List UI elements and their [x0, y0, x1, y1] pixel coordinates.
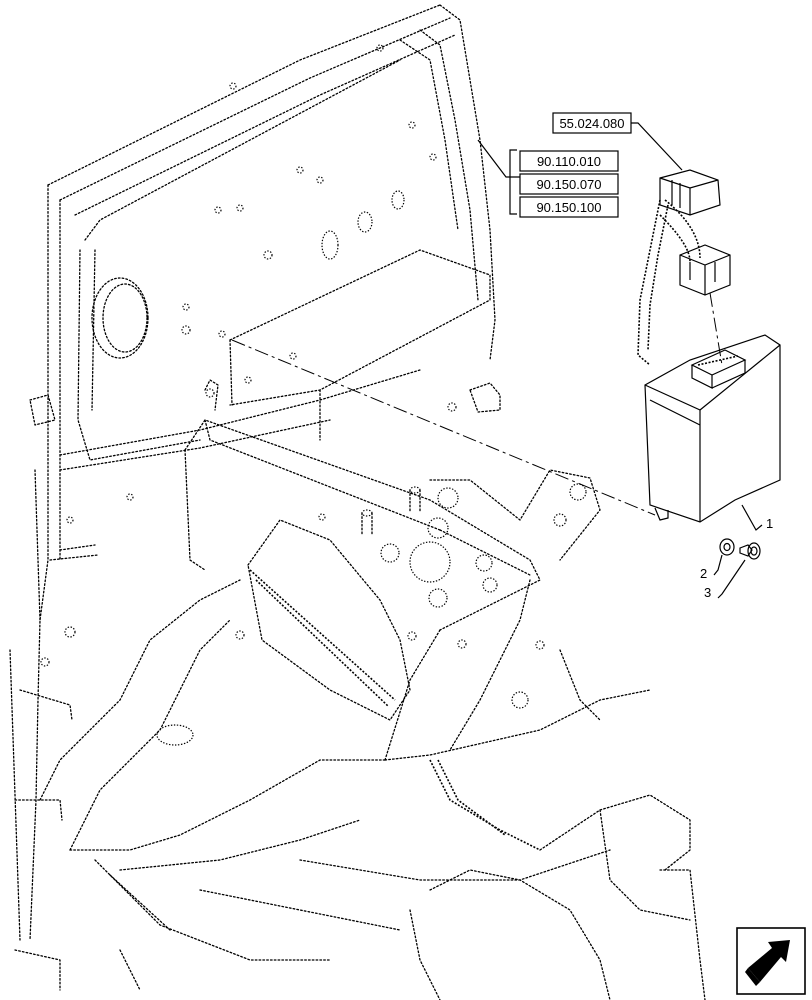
reference-90-150-070[interactable]: 90.150.070	[519, 173, 619, 195]
control-module	[644, 334, 781, 523]
lower-frame	[9, 579, 706, 1000]
callout-1[interactable]: 1	[766, 516, 773, 531]
assembly-centerlines	[231, 292, 723, 516]
reference-label: 90.150.100	[536, 200, 601, 215]
view-direction-arrow-icon[interactable]	[736, 927, 806, 995]
reference-label: 90.150.070	[536, 177, 601, 192]
reference-leaders	[477, 122, 763, 599]
callout-2[interactable]: 2	[700, 566, 707, 581]
reference-label: 55.024.080	[559, 116, 624, 131]
mounting-bracket	[184, 419, 601, 761]
reference-90-110-010[interactable]: 90.110.010	[519, 150, 619, 172]
wiring-harness	[637, 169, 731, 366]
washer-and-bolt	[719, 538, 761, 560]
reference-90-150-100[interactable]: 90.150.100	[519, 196, 619, 218]
reference-label: 90.110.010	[537, 154, 601, 169]
reference-55-024-080[interactable]: 55.024.080	[552, 112, 632, 134]
callout-3[interactable]: 3	[704, 585, 711, 600]
cab-frame	[19, 4, 501, 941]
